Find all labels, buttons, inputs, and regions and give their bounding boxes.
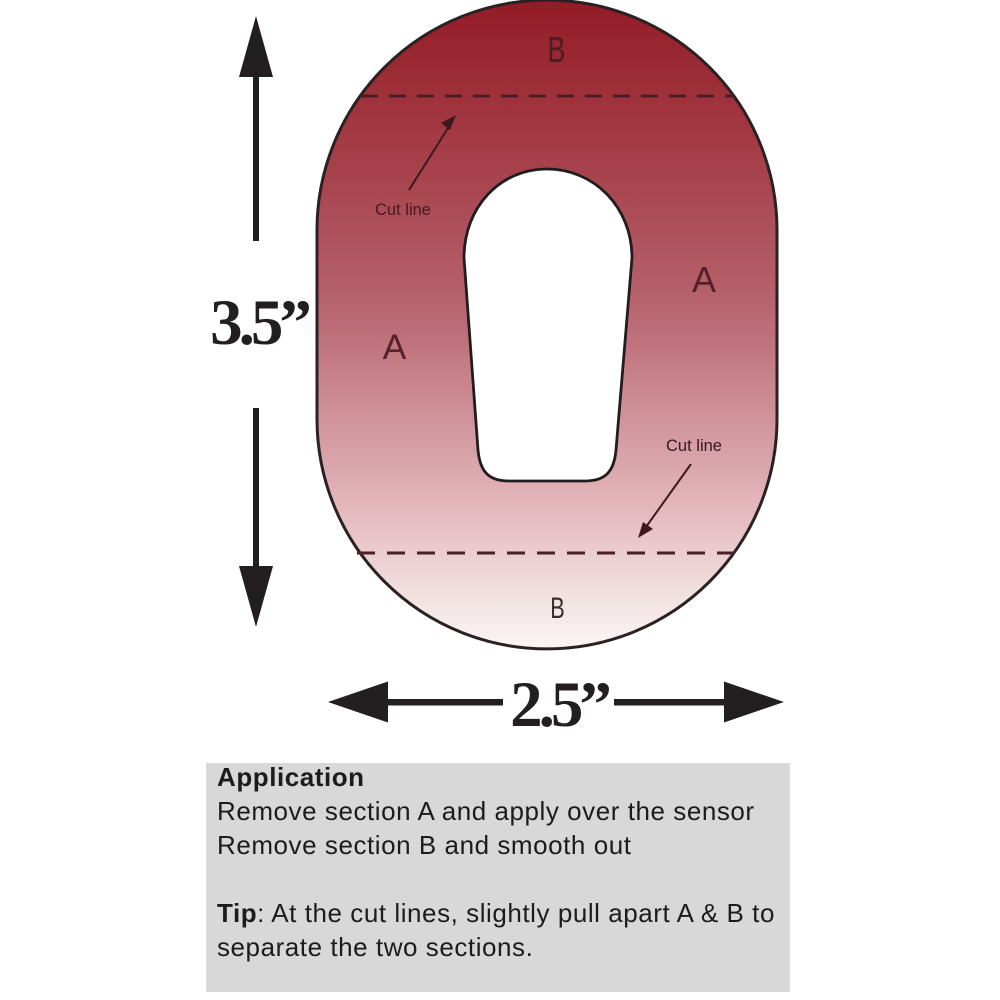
svg-text:Cut line: Cut line	[375, 201, 431, 219]
svg-text:A: A	[383, 327, 407, 367]
svg-text:B: B	[548, 29, 566, 70]
svg-text:B: B	[550, 592, 565, 625]
svg-text:2.5”: 2.5”	[510, 669, 609, 741]
svg-text:Cut line: Cut line	[666, 437, 722, 455]
svg-text:3.5”: 3.5”	[210, 287, 309, 359]
svg-text:A: A	[692, 259, 716, 300]
